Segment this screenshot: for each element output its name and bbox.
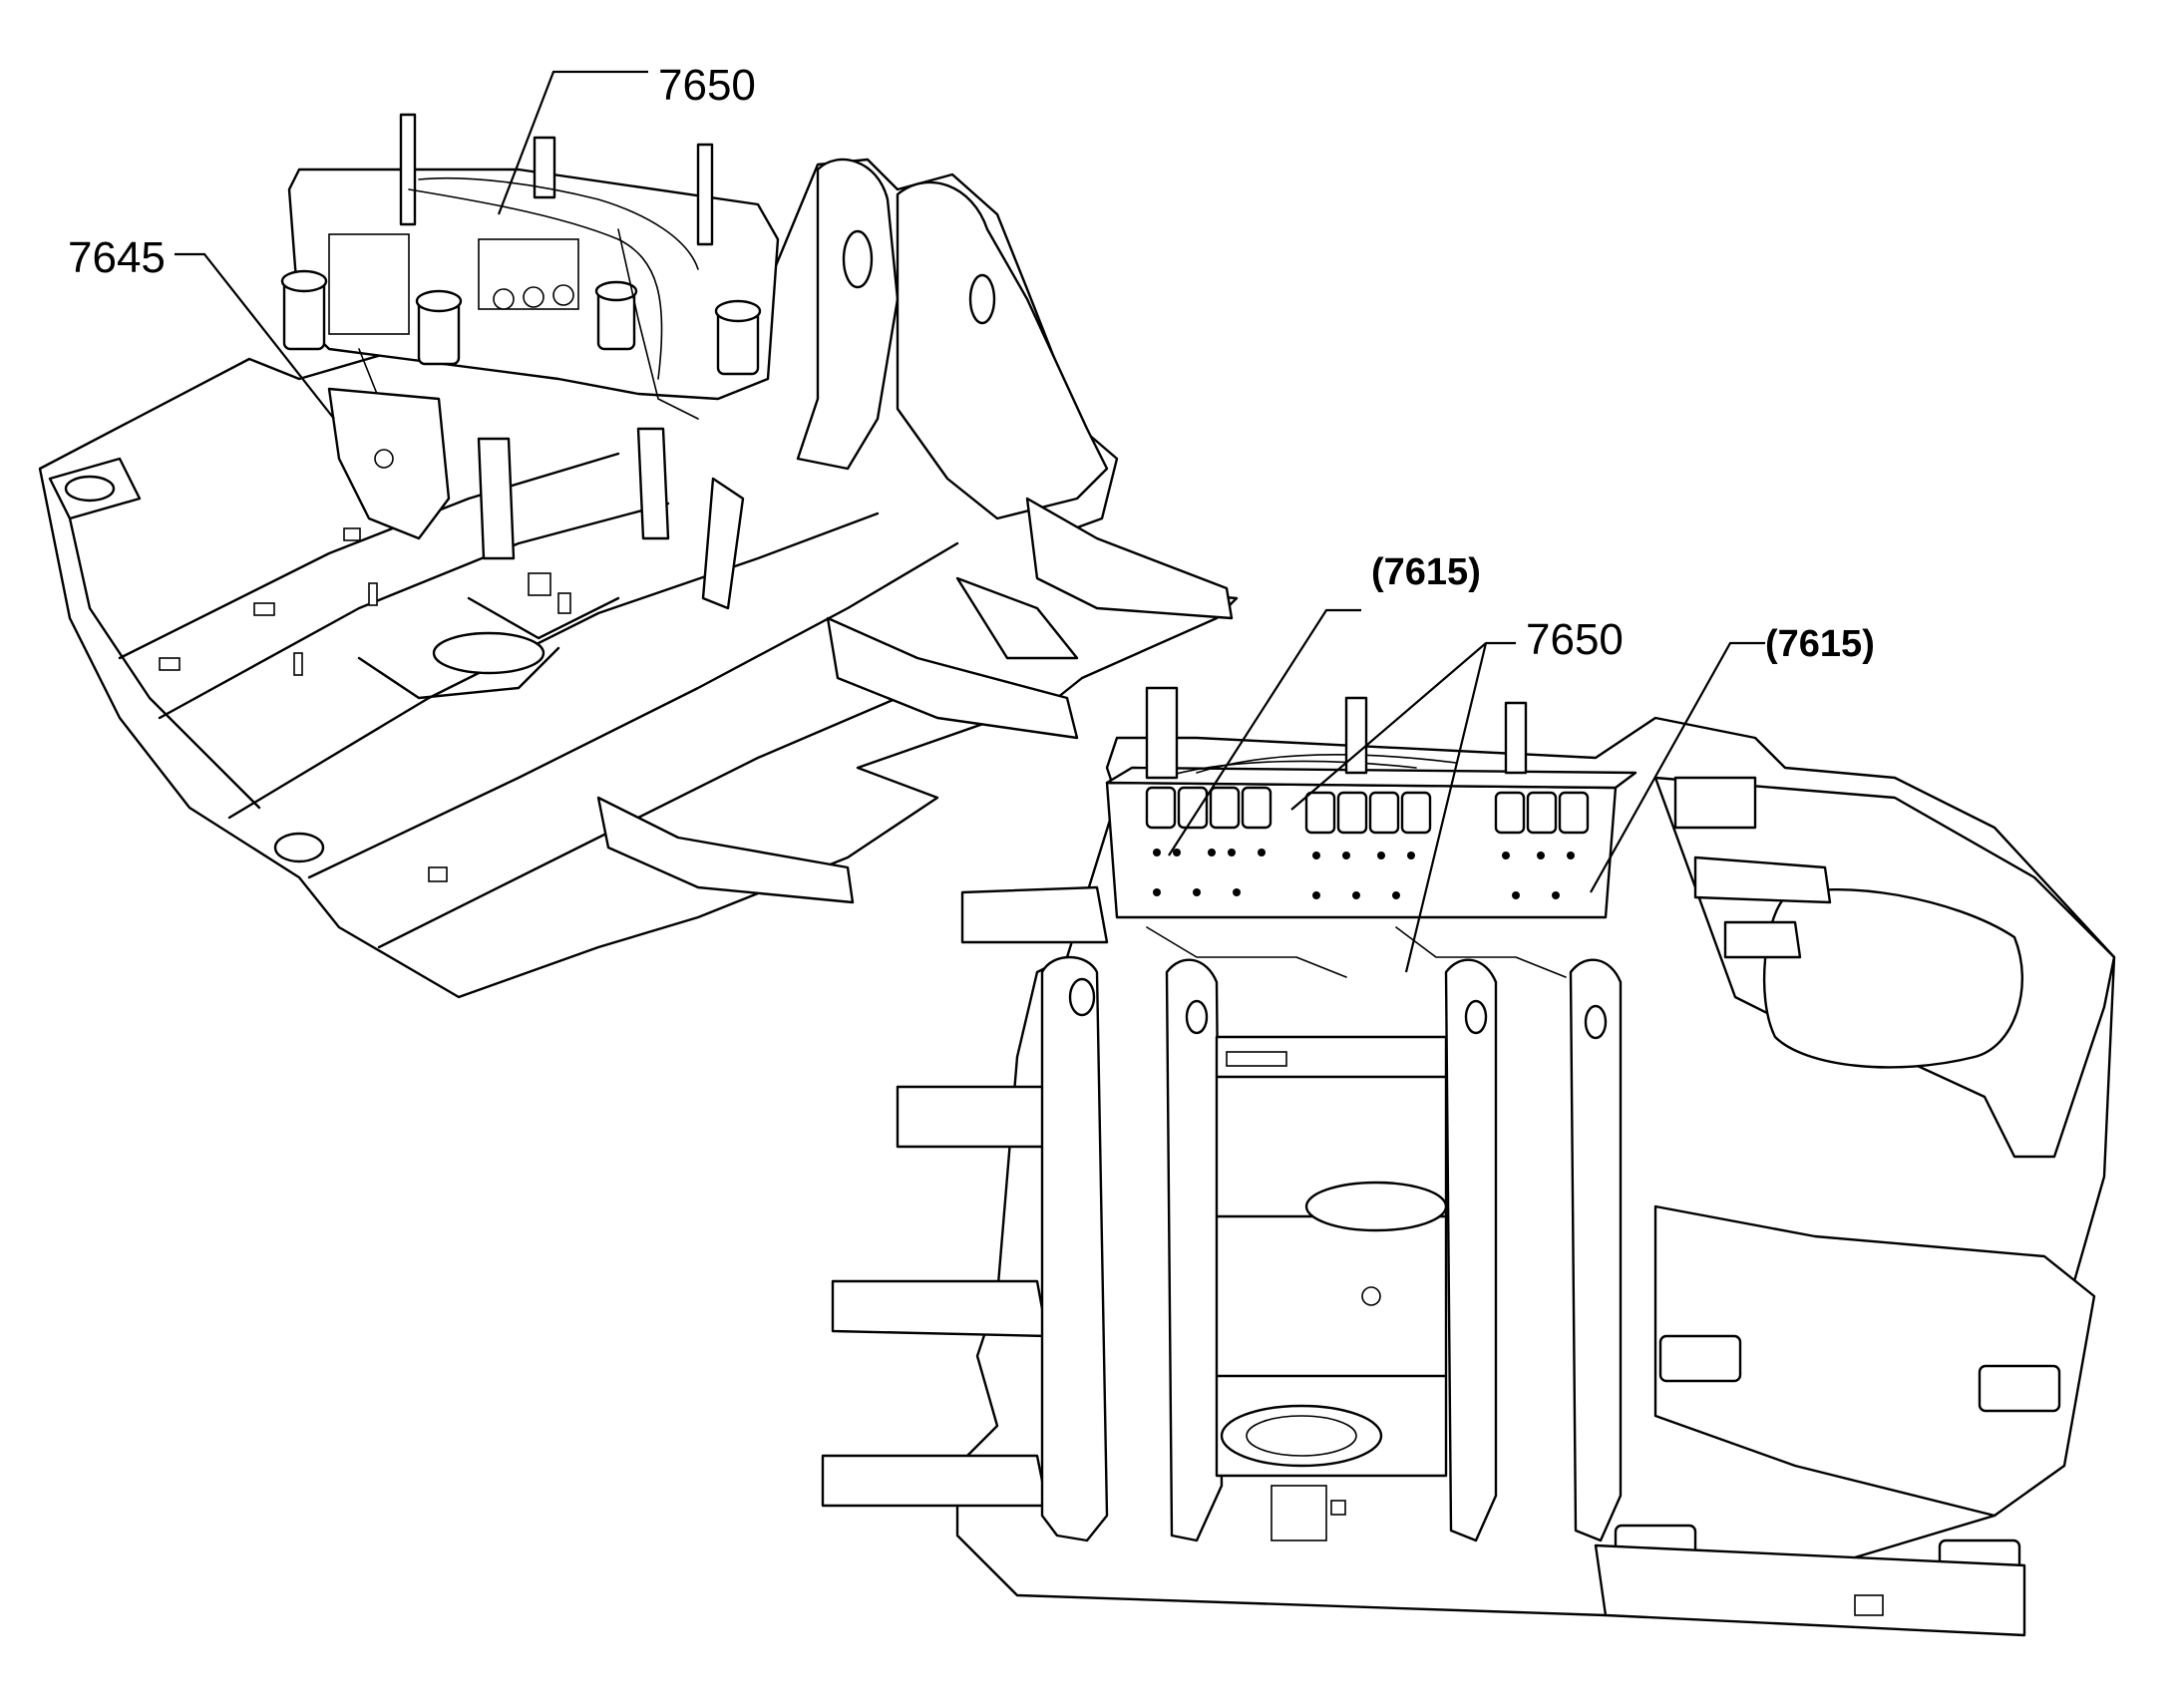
lower-valve-ports [1153,849,1575,899]
lower-arm-left-2 [831,1279,1049,1338]
callout-c5-label: (7615) [1765,623,1875,665]
lower-pin-hole-2 [1185,999,1209,1035]
lower-center-box [1215,1035,1448,1478]
lower-slot-1 [1330,1500,1346,1516]
upper-post-1 [399,113,417,226]
upper-hose-run-2 [408,188,663,380]
lower-right-wing-lower [1653,1204,2096,1518]
leader-c2 [175,252,335,420]
upper-lower-bracket-bolt [374,449,394,469]
upper-bolt-hole-2 [523,286,545,308]
upper-bracket-1 [1025,497,1234,620]
lower-upper-bracket-1 [1693,855,1832,904]
lower-upper-bracket-2 [1723,920,1802,959]
lower-right-end-slot [1854,1594,1884,1616]
upper-slots [159,527,571,882]
leader-c1 [497,70,648,215]
upper-left-mount [64,475,116,503]
upper-cartridges [280,269,762,376]
view-upper-left [38,113,1239,999]
lower-center-plate [1271,1485,1327,1541]
upper-bolt-hole-3 [552,284,574,306]
lower-hose-run-1 [1161,760,1417,779]
lower-valve-block-top [1105,766,1637,790]
upper-boom-ear-1 [796,158,900,471]
upper-rail-left-lower [158,502,670,720]
upper-bracket-4 [955,576,1079,660]
upper-rail-center [227,512,880,820]
upper-boom-pin-hole-2 [968,273,996,325]
upper-hanger-1 [477,437,516,560]
lower-tab-2 [1344,696,1368,775]
upper-left-frame-edge [68,516,261,810]
lower-pin-hole-3 [1464,999,1488,1035]
lower-tab-3 [1504,701,1528,775]
upper-hanger-2 [636,427,670,540]
lower-upper-bracket-3 [1673,776,1757,830]
upper-corner-mount [273,832,325,863]
callout-c2-label: 7645 [68,233,166,282]
leader-c3 [1168,608,1361,856]
lower-right-end-box [1594,1543,2026,1637]
upper-bracket-2 [826,616,1079,740]
lower-slew-ring-upper [1304,1181,1448,1232]
lower-pad-1 [1658,1334,1742,1383]
callout-c3-label: (7615) [1371,551,1481,593]
view-lower-right [821,686,2116,1637]
upper-post-3 [533,136,556,199]
lower-arm-top-left [960,885,1109,944]
upper-hose-run-1 [418,176,699,270]
callout-c1-label: 7650 [658,61,756,110]
upper-bracket-3 [596,796,855,904]
lower-under-hose-2 [1395,926,1567,978]
lower-boom-plate-4 [1569,958,1623,1542]
upper-boom-pin-hole-1 [842,229,874,289]
callout-leaders [175,70,1765,973]
upper-rail-right [307,541,959,879]
upper-boom-ear-2 [896,180,1109,520]
upper-bolt-hole-1 [493,288,515,310]
upper-hanger-3 [701,477,745,610]
lower-boom-plate-2 [1165,958,1224,1542]
lower-valve-cartridges [1145,786,1590,835]
upper-hose-run-3 [617,228,699,420]
upper-cross-member-2 [467,596,620,640]
lower-pin-hole-4 [1584,1004,1608,1040]
callout-labels: 7650 7645 (7615) 7650 (7615) [68,61,1875,665]
upper-rail-right-lower [377,696,900,949]
callout-c4-label: 7650 [1526,615,1624,664]
upper-slew-ring [432,631,545,675]
leader-c4b [1404,642,1488,973]
lower-boom-plate-1 [1040,955,1109,1542]
lower-tab-1 [1145,686,1179,780]
lower-slew-ring-lower-inner [1246,1415,1357,1457]
upper-cross-member-1 [357,646,560,700]
lower-under-hose-1 [1146,926,1347,978]
upper-panel-window-1 [328,233,410,335]
lower-center-hole [1361,1286,1381,1306]
lower-boom-plate-3 [1444,958,1498,1542]
leader-c5 [1590,641,1765,893]
lower-small-plate [1226,1051,1287,1067]
lower-right-wing-cutout [1762,887,2023,1069]
lower-pin-hole-1 [1068,977,1096,1017]
lower-arm-left-3 [821,1454,1049,1508]
upper-post-2 [696,143,714,246]
lower-pad-2 [1978,1364,2061,1413]
